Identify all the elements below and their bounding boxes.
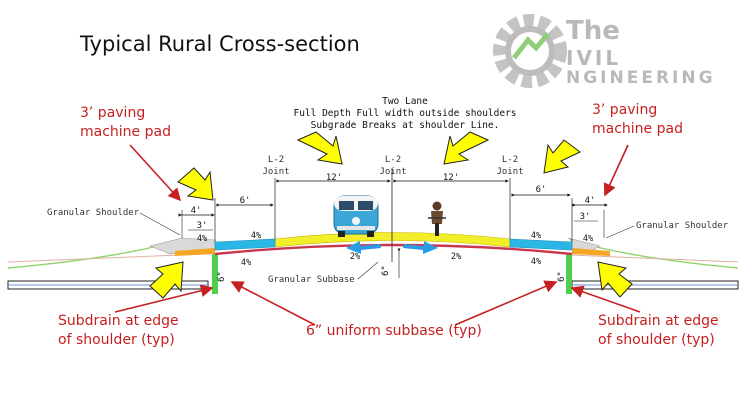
slope-shoulder-right-top: 4%	[531, 231, 541, 241]
subdrain-callout-right-line2: of shoulder (typ)	[598, 332, 715, 348]
red-arrow-subbase-right	[454, 280, 558, 326]
slope-center-left: 2%	[350, 252, 360, 262]
logo-word-engineering: NGINEERING	[566, 68, 716, 88]
pad-callout-right-line2: machine pad	[592, 121, 683, 137]
motorcycle-rider-icon	[428, 201, 446, 236]
subbase-layer	[214, 243, 573, 256]
dim-lane-right-label: 12'	[443, 173, 459, 183]
paving-pad-left	[175, 248, 215, 256]
subdrain-callout-right-line1: Subdrain at edge	[598, 313, 719, 329]
subdrain-callout-left-line2: of shoulder (typ)	[58, 332, 175, 348]
natural-ground-left	[7, 254, 181, 263]
logo-word-the: The	[566, 16, 620, 46]
subdrain-callout-left-line1: Subdrain at edge	[58, 313, 179, 329]
red-arrow-pad-right	[603, 144, 629, 197]
pad-callout-left-line1: 3’ paving	[80, 105, 146, 121]
logo-word-civil: IVIL	[566, 46, 622, 70]
pad-callout-left-line2: machine pad	[80, 124, 171, 140]
joint-left-type: L-2	[268, 155, 284, 165]
slope-shoulder-left-bottom: 4%	[241, 258, 251, 268]
dim-lane-left-label: 12'	[326, 173, 342, 183]
red-arrow-subdrain-right	[570, 285, 641, 313]
granular-subbase-label: Granular Subbase	[268, 275, 355, 285]
dim-pad4-left-label: 4'	[191, 206, 202, 216]
gear-logo-icon	[493, 14, 567, 88]
slope-gran-left: 4%	[197, 234, 207, 244]
joint-right-label: Joint	[496, 167, 523, 177]
joint-center-label: Joint	[379, 167, 406, 177]
subbase-depth-center: 6"	[381, 265, 391, 276]
joint-right-type: L-2	[502, 155, 518, 165]
subbase-callout: 6” uniform subbase (typ)	[306, 323, 482, 339]
slope-arrow-right	[403, 241, 438, 254]
dim-shoulder-left-label: 6'	[240, 196, 251, 206]
dim-pad3-right-label: 3'	[580, 212, 591, 222]
van-icon	[333, 195, 379, 237]
paving-pad-right	[572, 248, 610, 256]
subbase-depth-right: 6"	[557, 271, 567, 282]
yellow-arrow-pad-right	[543, 139, 581, 174]
ground-line-left	[7, 239, 181, 269]
slope-shoulder-left-top: 4%	[251, 231, 261, 241]
red-arrow-subbase-left	[230, 281, 316, 326]
slope-gran-right: 4%	[583, 234, 593, 244]
red-arrow-subdrain-left	[114, 284, 214, 313]
slide-title: Typical Rural Cross-section	[80, 32, 360, 56]
civil-engineering-logo: The IVIL NGINEERING	[488, 6, 718, 96]
pad-callout-right-line1: 3’ paving	[592, 102, 658, 118]
yellow-arrow-subdrain-left	[149, 261, 184, 299]
red-arrow-pad-left	[129, 144, 182, 202]
dim-pad3-left-label: 3'	[197, 221, 208, 231]
subdrain-right	[566, 254, 572, 294]
yellow-arrow-pad-left	[177, 167, 214, 201]
pad-callout-left: 3’ paving machine pad	[80, 104, 171, 142]
yellow-arrow-header-right	[443, 131, 490, 165]
subbase-depth-left: 6"	[217, 271, 227, 282]
yellow-arrow-header-left	[296, 131, 343, 165]
subdrain-callout-right: Subdrain at edge of shoulder (typ)	[598, 312, 719, 350]
slope-shoulder-right-bottom: 4%	[531, 257, 541, 267]
paved-shoulder-right	[509, 238, 573, 251]
slope-arrow-left	[346, 241, 381, 254]
dim-shoulder-right-label: 6'	[536, 185, 547, 195]
granular-shoulder-label-left: Granular Shoulder	[47, 208, 140, 218]
joint-left-label: Joint	[262, 167, 289, 177]
header-note-line2: Full Depth Full width outside shoulders	[293, 108, 516, 119]
pad-callout-right: 3’ paving machine pad	[592, 101, 683, 139]
header-note-line1: Two Lane	[382, 96, 428, 107]
paved-shoulder-left	[214, 238, 276, 251]
header-note-line3: Subgrade Breaks at shoulder Line.	[311, 120, 500, 131]
slope-center-right: 2%	[451, 252, 461, 262]
subdrain-callout-left: Subdrain at edge of shoulder (typ)	[58, 312, 179, 350]
yellow-arrow-subdrain-right	[597, 261, 633, 298]
subdrain-left	[212, 254, 218, 294]
natural-ground-right	[569, 254, 739, 263]
joint-center-type: L-2	[385, 155, 401, 165]
granular-shoulder-label-right: Granular Shoulder	[636, 221, 729, 231]
dim-pad4-right-label: 4'	[585, 196, 596, 206]
